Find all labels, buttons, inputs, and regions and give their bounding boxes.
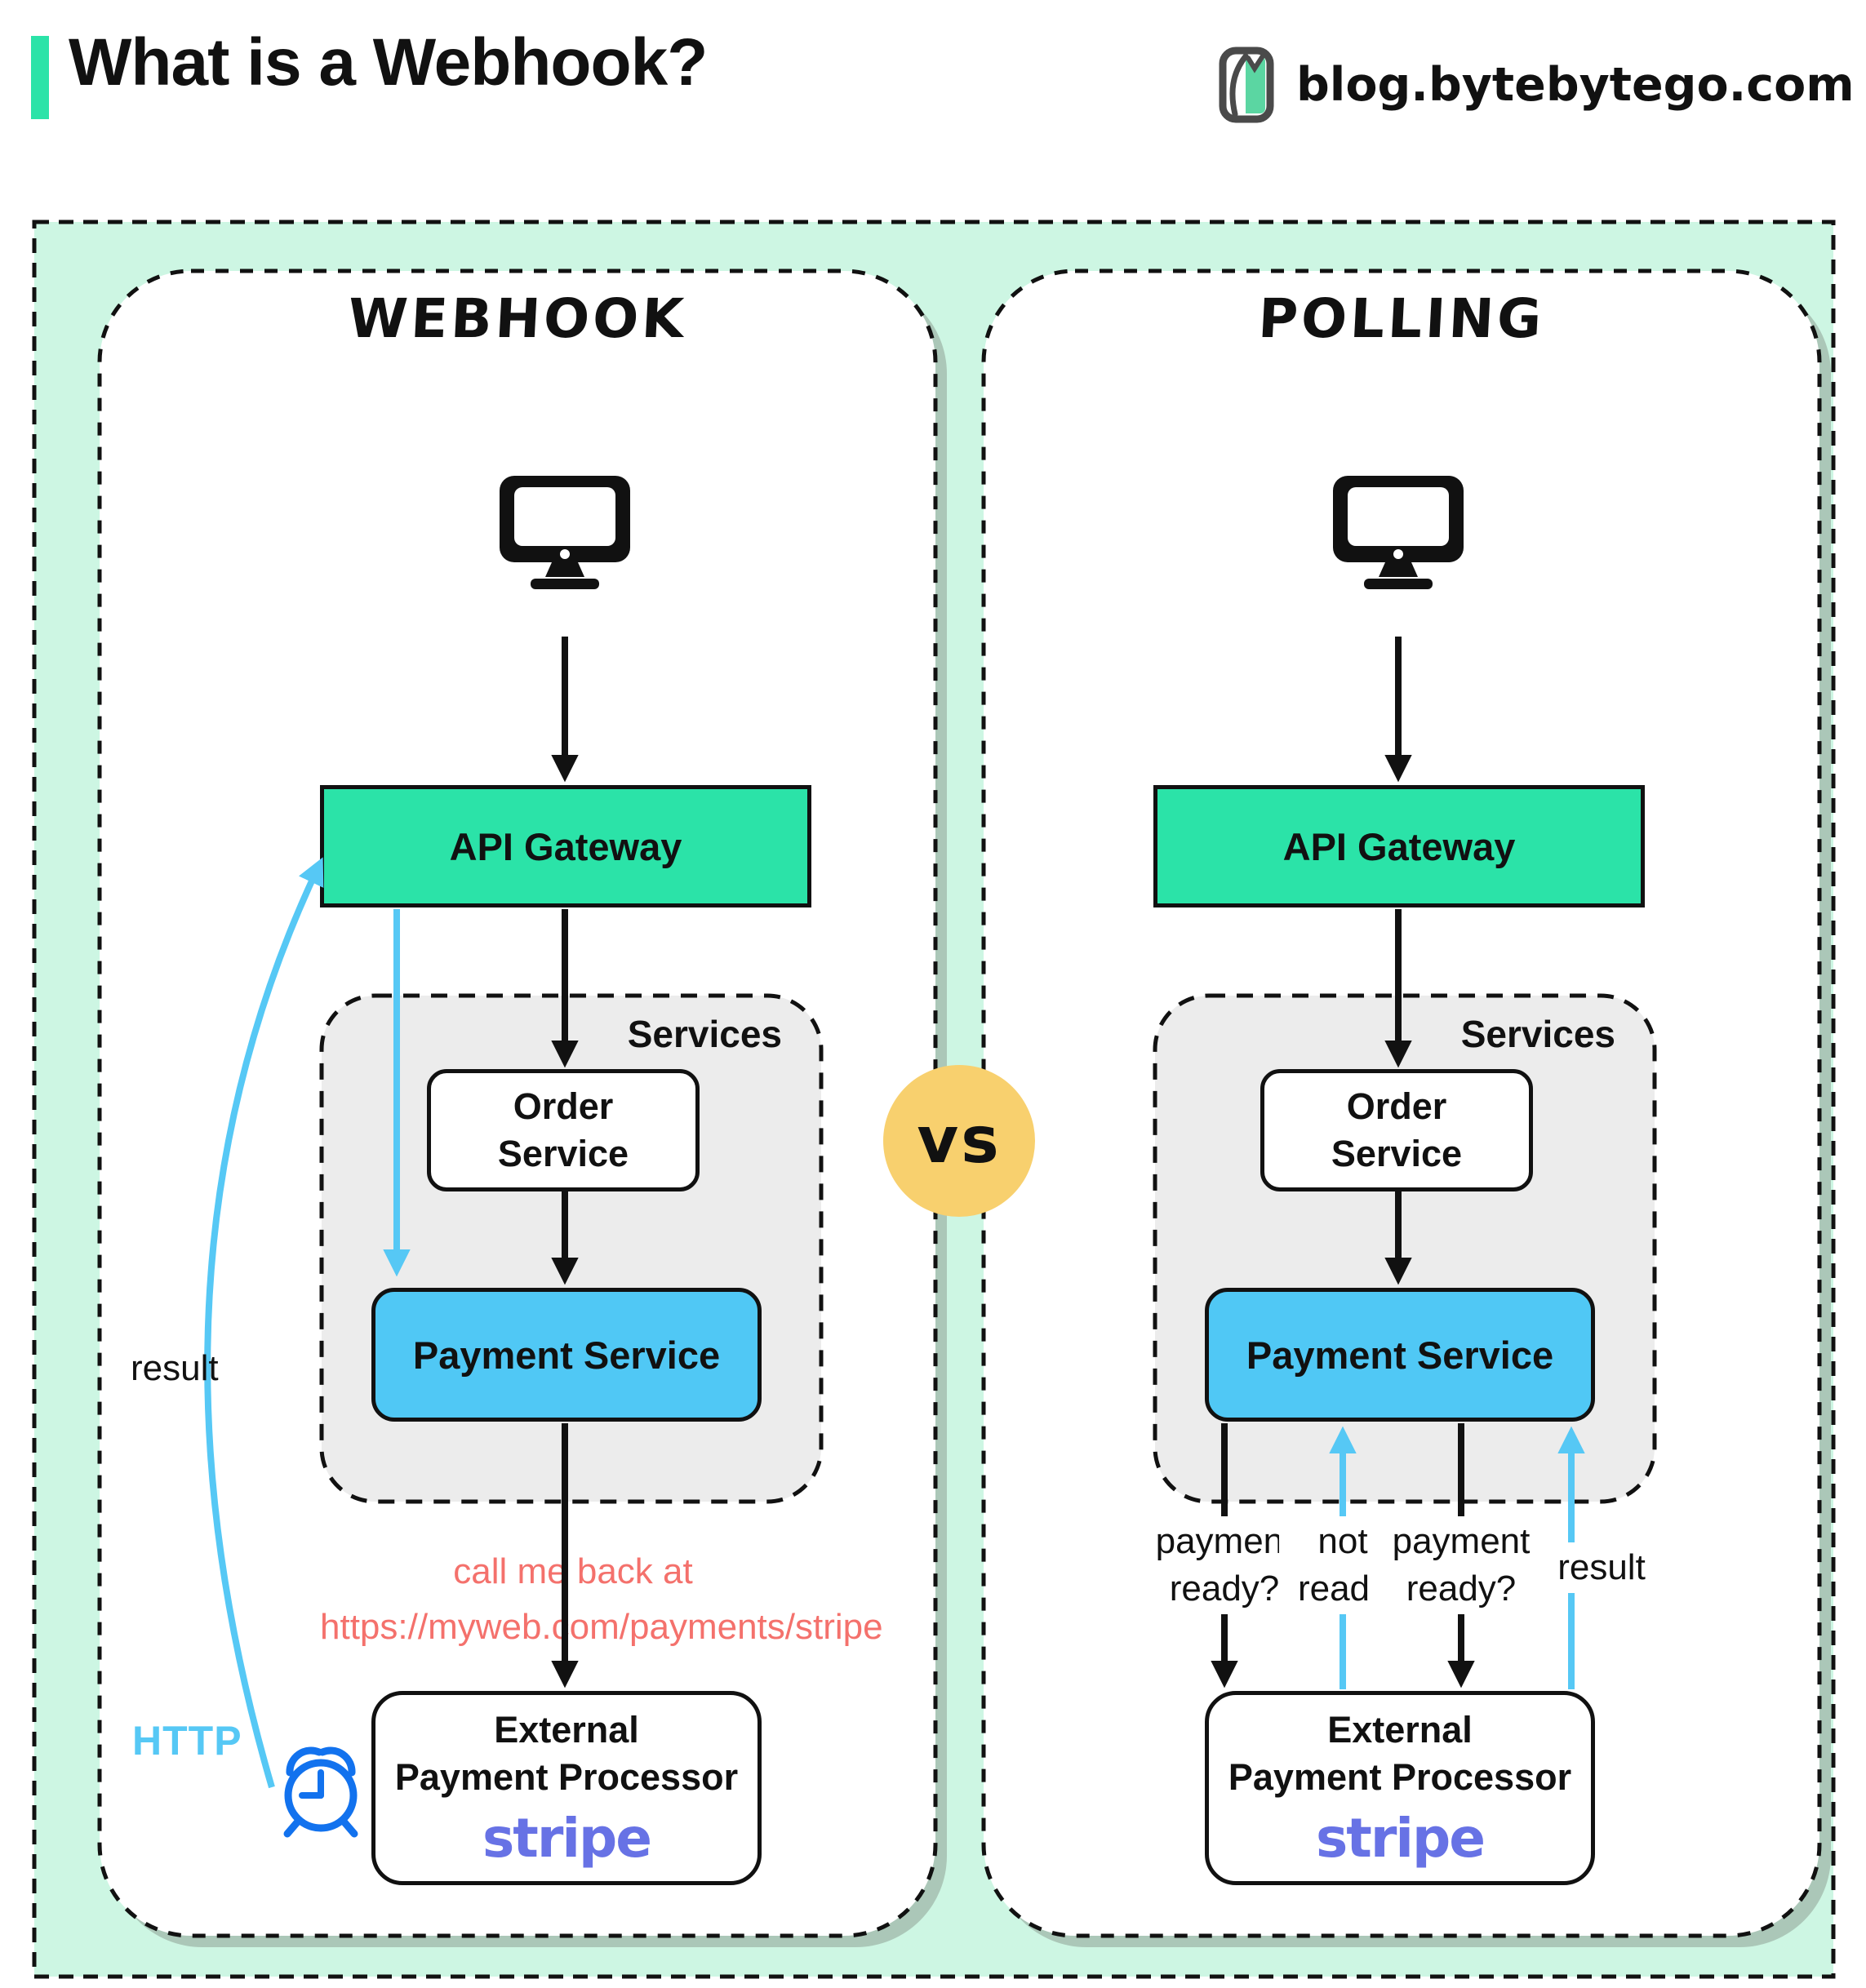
webhook-panel-title: Webhook [346, 287, 689, 350]
callback-line2: https://myweb.com/payments/stripe [320, 1607, 883, 1648]
webhook-result-label: result [131, 1348, 219, 1388]
polling-services-label: Services [1460, 1013, 1615, 1055]
polling-question2-label: payment ready? [1369, 1516, 1553, 1615]
polling-panel-title: Polling [1256, 287, 1547, 350]
external-line2: Payment Processor [394, 1755, 739, 1798]
external-line1: External [1327, 1708, 1473, 1751]
polling-order-service-box: Order Service [1260, 1069, 1533, 1191]
webhook-services-label: Services [627, 1013, 782, 1055]
webhook-api-gateway-box: API Gateway [320, 785, 811, 907]
stripe-wordmark: stripe [482, 1807, 652, 1870]
site-url: blog.bytebytego.com [1296, 58, 1855, 112]
external-line1: External [494, 1708, 639, 1751]
polling-external-processor-box: External Payment Processor stripe [1205, 1691, 1595, 1885]
webhook-callback-note: call me back at https://myweb.com/paymen… [320, 1544, 883, 1655]
polling-payment-service-label: Payment Service [1246, 1333, 1554, 1377]
arrow-webhook-result-curve [204, 857, 324, 1789]
computer-icon [500, 476, 630, 589]
page-title: What is a Webhook? [69, 25, 708, 100]
webhook-api-gateway-label: API Gateway [449, 824, 682, 868]
webhook-order-service-label: Order Service [497, 1085, 629, 1175]
computer-icon [1333, 476, 1464, 589]
polling-result-label: result [1551, 1542, 1652, 1594]
webhook-payment-service-label: Payment Service [412, 1333, 721, 1377]
vs-badge: vs [883, 1065, 1035, 1217]
polling-payment-service-box: Payment Service [1205, 1288, 1595, 1422]
polling-api-gateway-box: API Gateway [1153, 785, 1645, 907]
brand-lockup: blog.bytebytego.com [1218, 46, 1855, 124]
webhook-payment-service-box: Payment Service [371, 1288, 762, 1422]
stripe-wordmark: stripe [1315, 1807, 1486, 1870]
polling-api-gateway-label: API Gateway [1282, 824, 1516, 868]
polling-order-service-label: Order Service [1331, 1085, 1463, 1175]
webhook-order-service-box: Order Service [427, 1069, 700, 1191]
title-accent-bar [31, 36, 49, 119]
alarm-clock-icon [283, 1746, 358, 1838]
webhook-external-processor-box: External Payment Processor stripe [371, 1691, 762, 1885]
bytebytego-logo-icon [1219, 47, 1274, 123]
webhook-http-label: HTTP [132, 1718, 242, 1764]
callback-line1: call me back at [453, 1551, 693, 1591]
external-line2: Payment Processor [1228, 1755, 1572, 1798]
